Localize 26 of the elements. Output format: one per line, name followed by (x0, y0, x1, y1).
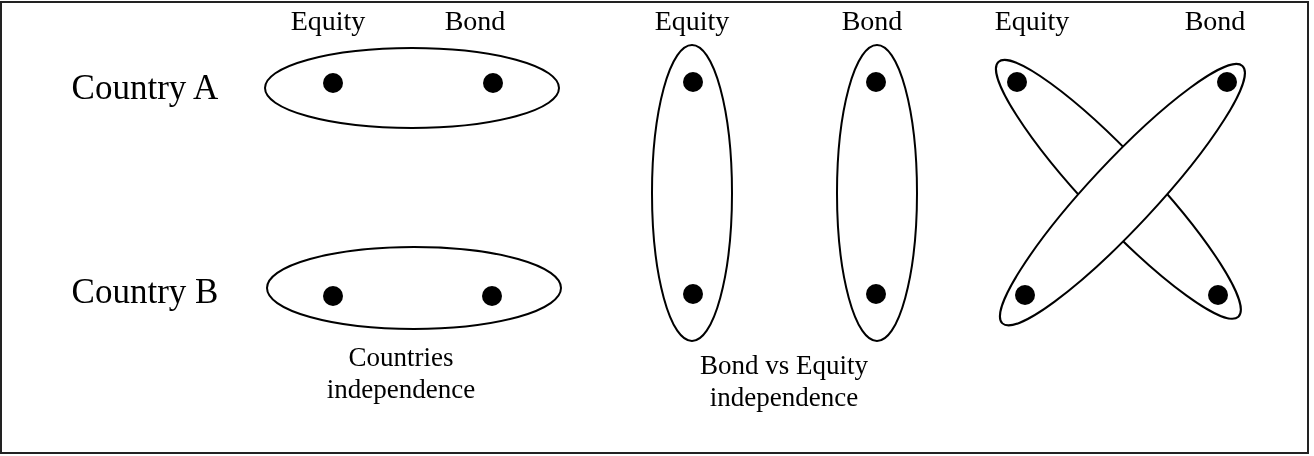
dot (866, 284, 886, 304)
grouping-ellipse (651, 44, 733, 342)
dot (483, 73, 503, 93)
dot (683, 72, 703, 92)
grouping-ellipse (836, 44, 918, 342)
column-label: Equity (994, 4, 1070, 38)
dot (866, 72, 886, 92)
dot (323, 73, 343, 93)
dot (323, 286, 343, 306)
panel-caption: Countries independence (325, 341, 477, 405)
column-label: Equity (654, 4, 730, 38)
column-label: Bond (841, 4, 903, 38)
row-label: Country B (71, 271, 219, 313)
grouping-ellipse (264, 47, 560, 129)
column-label: Bond (1184, 4, 1246, 38)
panel-caption: Bond vs Equity independence (699, 349, 869, 413)
row-label: Country A (71, 67, 219, 109)
dot (1208, 285, 1228, 305)
column-label: Bond (444, 4, 506, 38)
column-label: Equity (290, 4, 366, 38)
dot (1217, 72, 1237, 92)
dot (1015, 285, 1035, 305)
dot (482, 286, 502, 306)
grouping-ellipse (266, 246, 562, 330)
dot (1007, 72, 1027, 92)
dot (683, 284, 703, 304)
